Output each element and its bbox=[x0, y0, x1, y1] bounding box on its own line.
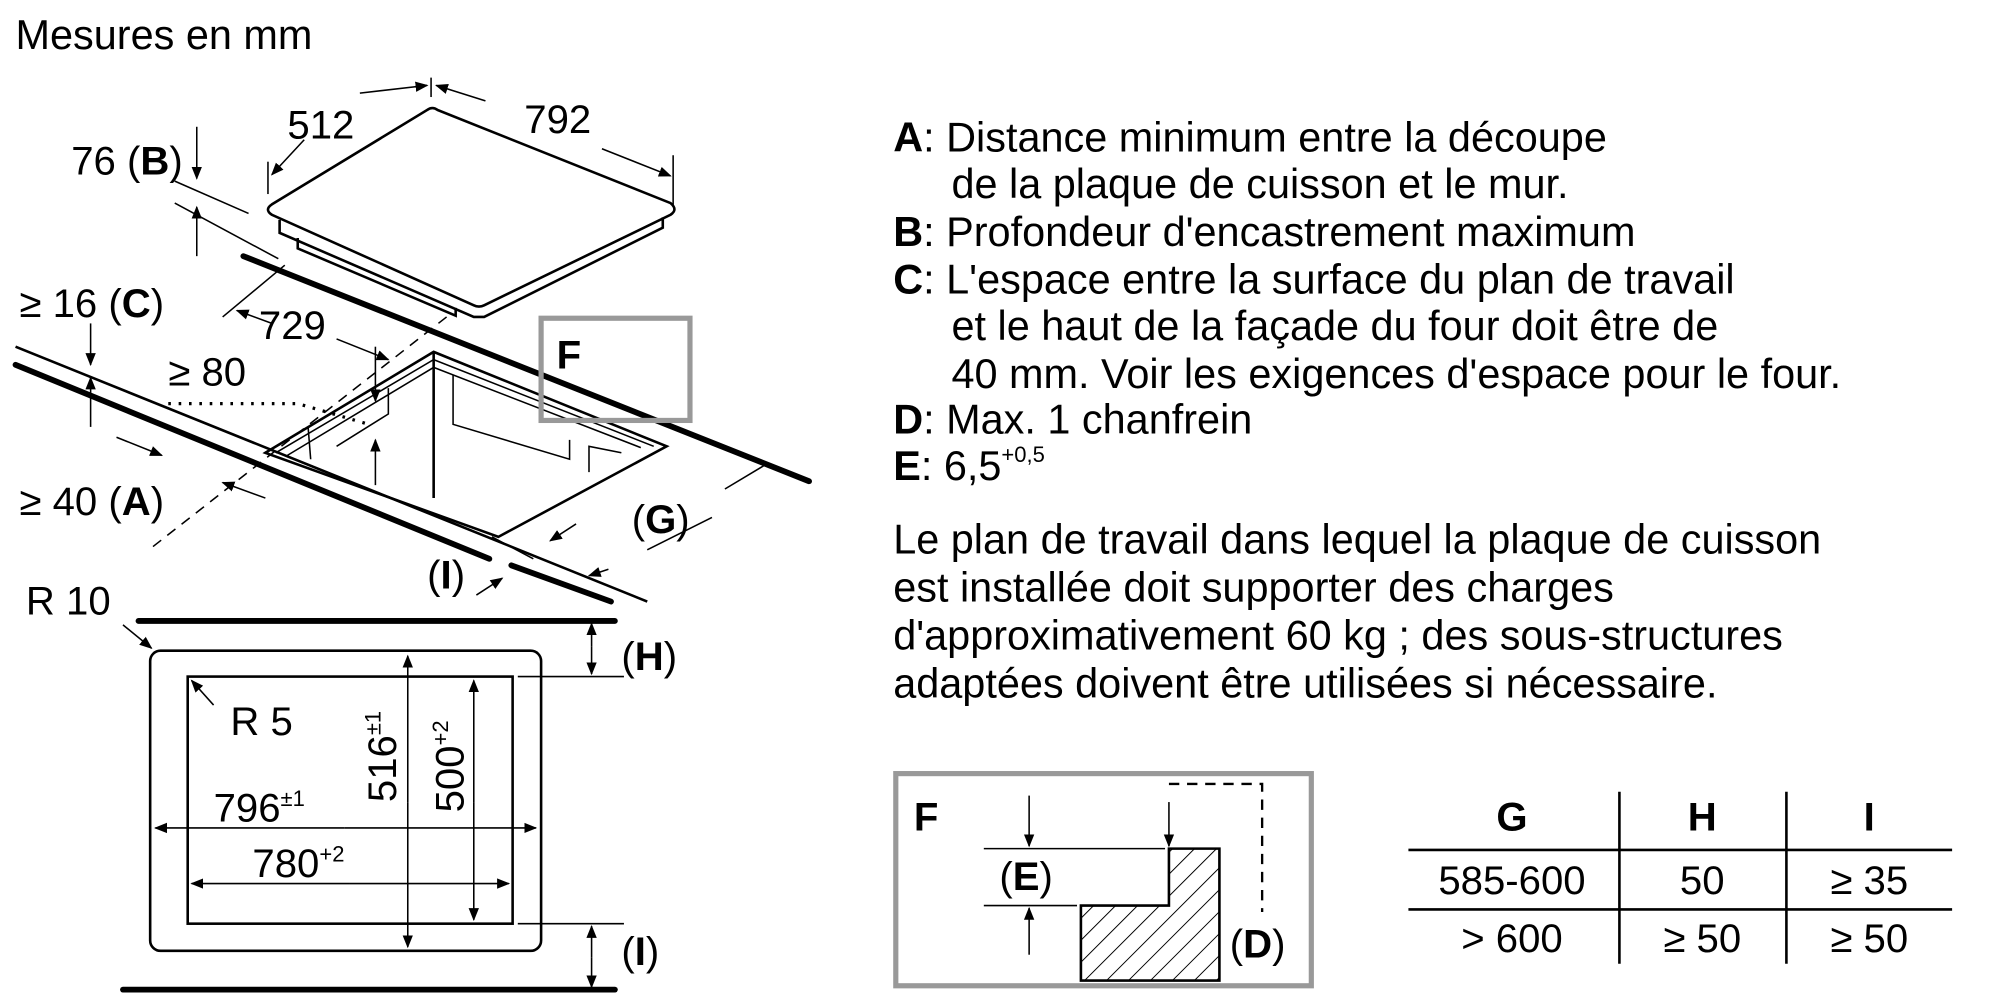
e-label: (E) bbox=[999, 855, 1053, 899]
depth-b-label: 76 (B) bbox=[71, 140, 182, 184]
inner-depth-label: 500+2 bbox=[428, 720, 473, 812]
title: Mesures en mm bbox=[16, 12, 313, 58]
detail-f-label: F bbox=[914, 796, 939, 840]
r10-label: R 10 bbox=[26, 580, 111, 624]
length-dimension: 792 bbox=[524, 98, 591, 142]
cutout-plan: R 10 R 5 796±1 780+2 516±1 500+2 (H) (I) bbox=[26, 580, 677, 993]
h-label: (H) bbox=[621, 635, 677, 679]
legend-b: B: Profondeur d'encastrement maximum bbox=[893, 209, 1635, 255]
legend-d: D: Max. 1 chanfrein bbox=[893, 396, 1252, 442]
table-header-h: H bbox=[1688, 796, 1717, 840]
r5-label: R 5 bbox=[230, 700, 292, 744]
hob-isometric: 512 792 76 (B) ≥ 16 (C) 729 ≥ 80 ≥ 40 (A… bbox=[12, 77, 812, 605]
legend-e: E: 6,5+0,5 bbox=[893, 442, 1045, 489]
d-label: (D) bbox=[1230, 922, 1286, 966]
legend-a: A: Distance minimum entre la découpe bbox=[893, 114, 1607, 160]
outer-depth-label: 516±1 bbox=[361, 711, 406, 802]
detail-f: F (E) (D) bbox=[893, 771, 1314, 989]
load-note: Le plan de travail dans lequel la plaque… bbox=[893, 517, 1821, 707]
note-line: adaptées doivent être utilisées si néces… bbox=[893, 660, 1717, 706]
g-label: (G) bbox=[632, 498, 690, 542]
cutout-dimension: 729 bbox=[259, 304, 326, 348]
outer-width-label: 796±1 bbox=[214, 786, 305, 831]
legend-a-line2: de la plaque de cuisson et le mur. bbox=[951, 161, 1568, 207]
table-cell: 585-600 bbox=[1438, 859, 1585, 903]
note-line: d'approximativement 60 kg ; des sous-str… bbox=[893, 612, 1783, 658]
legend: A: Distance minimum entre la découpe de … bbox=[893, 114, 1841, 489]
gap-c-label: ≥ 16 (C) bbox=[19, 282, 164, 326]
detail-f-marker bbox=[538, 315, 693, 424]
table-cell: 50 bbox=[1680, 859, 1725, 903]
table-cell: > 600 bbox=[1461, 917, 1563, 961]
inner-width-label: 780+2 bbox=[252, 842, 344, 887]
legend-c: C: L'espace entre la surface du plan de … bbox=[893, 257, 1734, 303]
min-80-label: ≥ 80 bbox=[168, 351, 246, 395]
detail-f-marker-label: F bbox=[557, 334, 582, 378]
clearance-table: G H I 585-600 50 ≥ 35 > 600 ≥ 50 ≥ 50 bbox=[1408, 791, 1953, 964]
plan-i-label: (I) bbox=[621, 930, 659, 974]
width-dimension: 512 bbox=[287, 103, 354, 147]
legend-c-line2: et le haut de la façade du four doit êtr… bbox=[951, 303, 1718, 349]
i-label: (I) bbox=[427, 554, 465, 598]
table-header-g: G bbox=[1496, 796, 1527, 840]
table-header-i: I bbox=[1864, 796, 1875, 840]
note-line: Le plan de travail dans lequel la plaque… bbox=[893, 517, 1821, 563]
table-cell: ≥ 35 bbox=[1830, 859, 1908, 903]
table-cell: ≥ 50 bbox=[1830, 917, 1908, 961]
distance-a-label: ≥ 40 (A) bbox=[19, 480, 164, 524]
table-cell: ≥ 50 bbox=[1663, 917, 1741, 961]
note-line: est installée doit supporter des charges bbox=[893, 565, 1614, 611]
legend-c-line3: 40 mm. Voir les exigences d'espace pour … bbox=[951, 351, 1841, 397]
